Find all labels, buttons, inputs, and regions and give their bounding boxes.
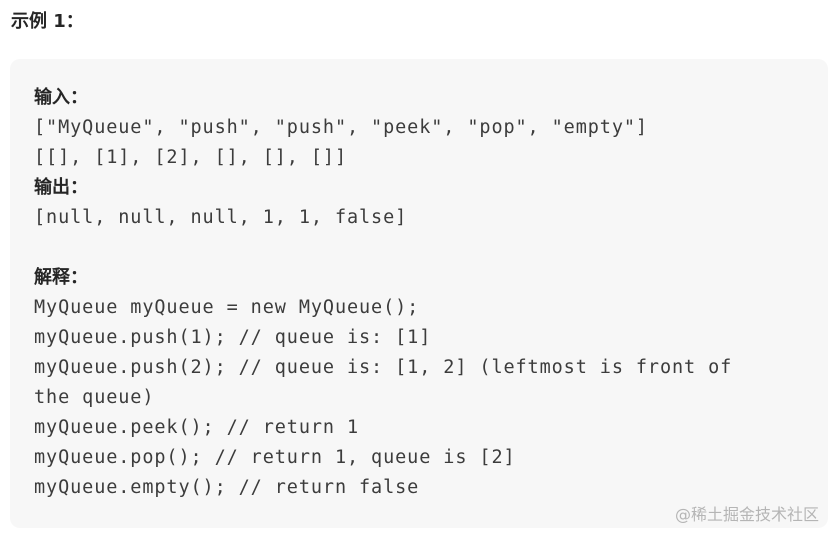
output-line: [null, null, null, 1, 1, false] [34, 207, 408, 228]
example-content: 输入： ["MyQueue", "push", "push", "peek", … [34, 83, 732, 503]
explanation-line: myQueue.empty(); // return false [34, 477, 420, 498]
explanation-label: 解释： [34, 267, 88, 288]
output-label: 输出： [34, 177, 88, 198]
example-heading: 示例 1： [11, 11, 84, 32]
explanation-line: the queue) [34, 387, 155, 408]
explanation-line: myQueue.push(1); // queue is: [1] [34, 327, 432, 348]
input-label: 输入： [34, 87, 88, 108]
watermark: @稀土掘金技术社区 [674, 505, 819, 524]
input-line-2: [[], [1], [2], [], [], []] [34, 147, 347, 168]
blank-line [34, 233, 732, 263]
input-line-1: ["MyQueue", "push", "push", "peek", "pop… [34, 117, 648, 138]
example-code-block: 输入： ["MyQueue", "push", "push", "peek", … [10, 59, 828, 528]
explanation-line: myQueue.push(2); // queue is: [1, 2] (le… [34, 357, 733, 378]
explanation-line: MyQueue myQueue = new MyQueue(); [34, 297, 420, 318]
explanation-line: myQueue.pop(); // return 1, queue is [2] [34, 447, 516, 468]
explanation-line: myQueue.peek(); // return 1 [34, 417, 360, 438]
